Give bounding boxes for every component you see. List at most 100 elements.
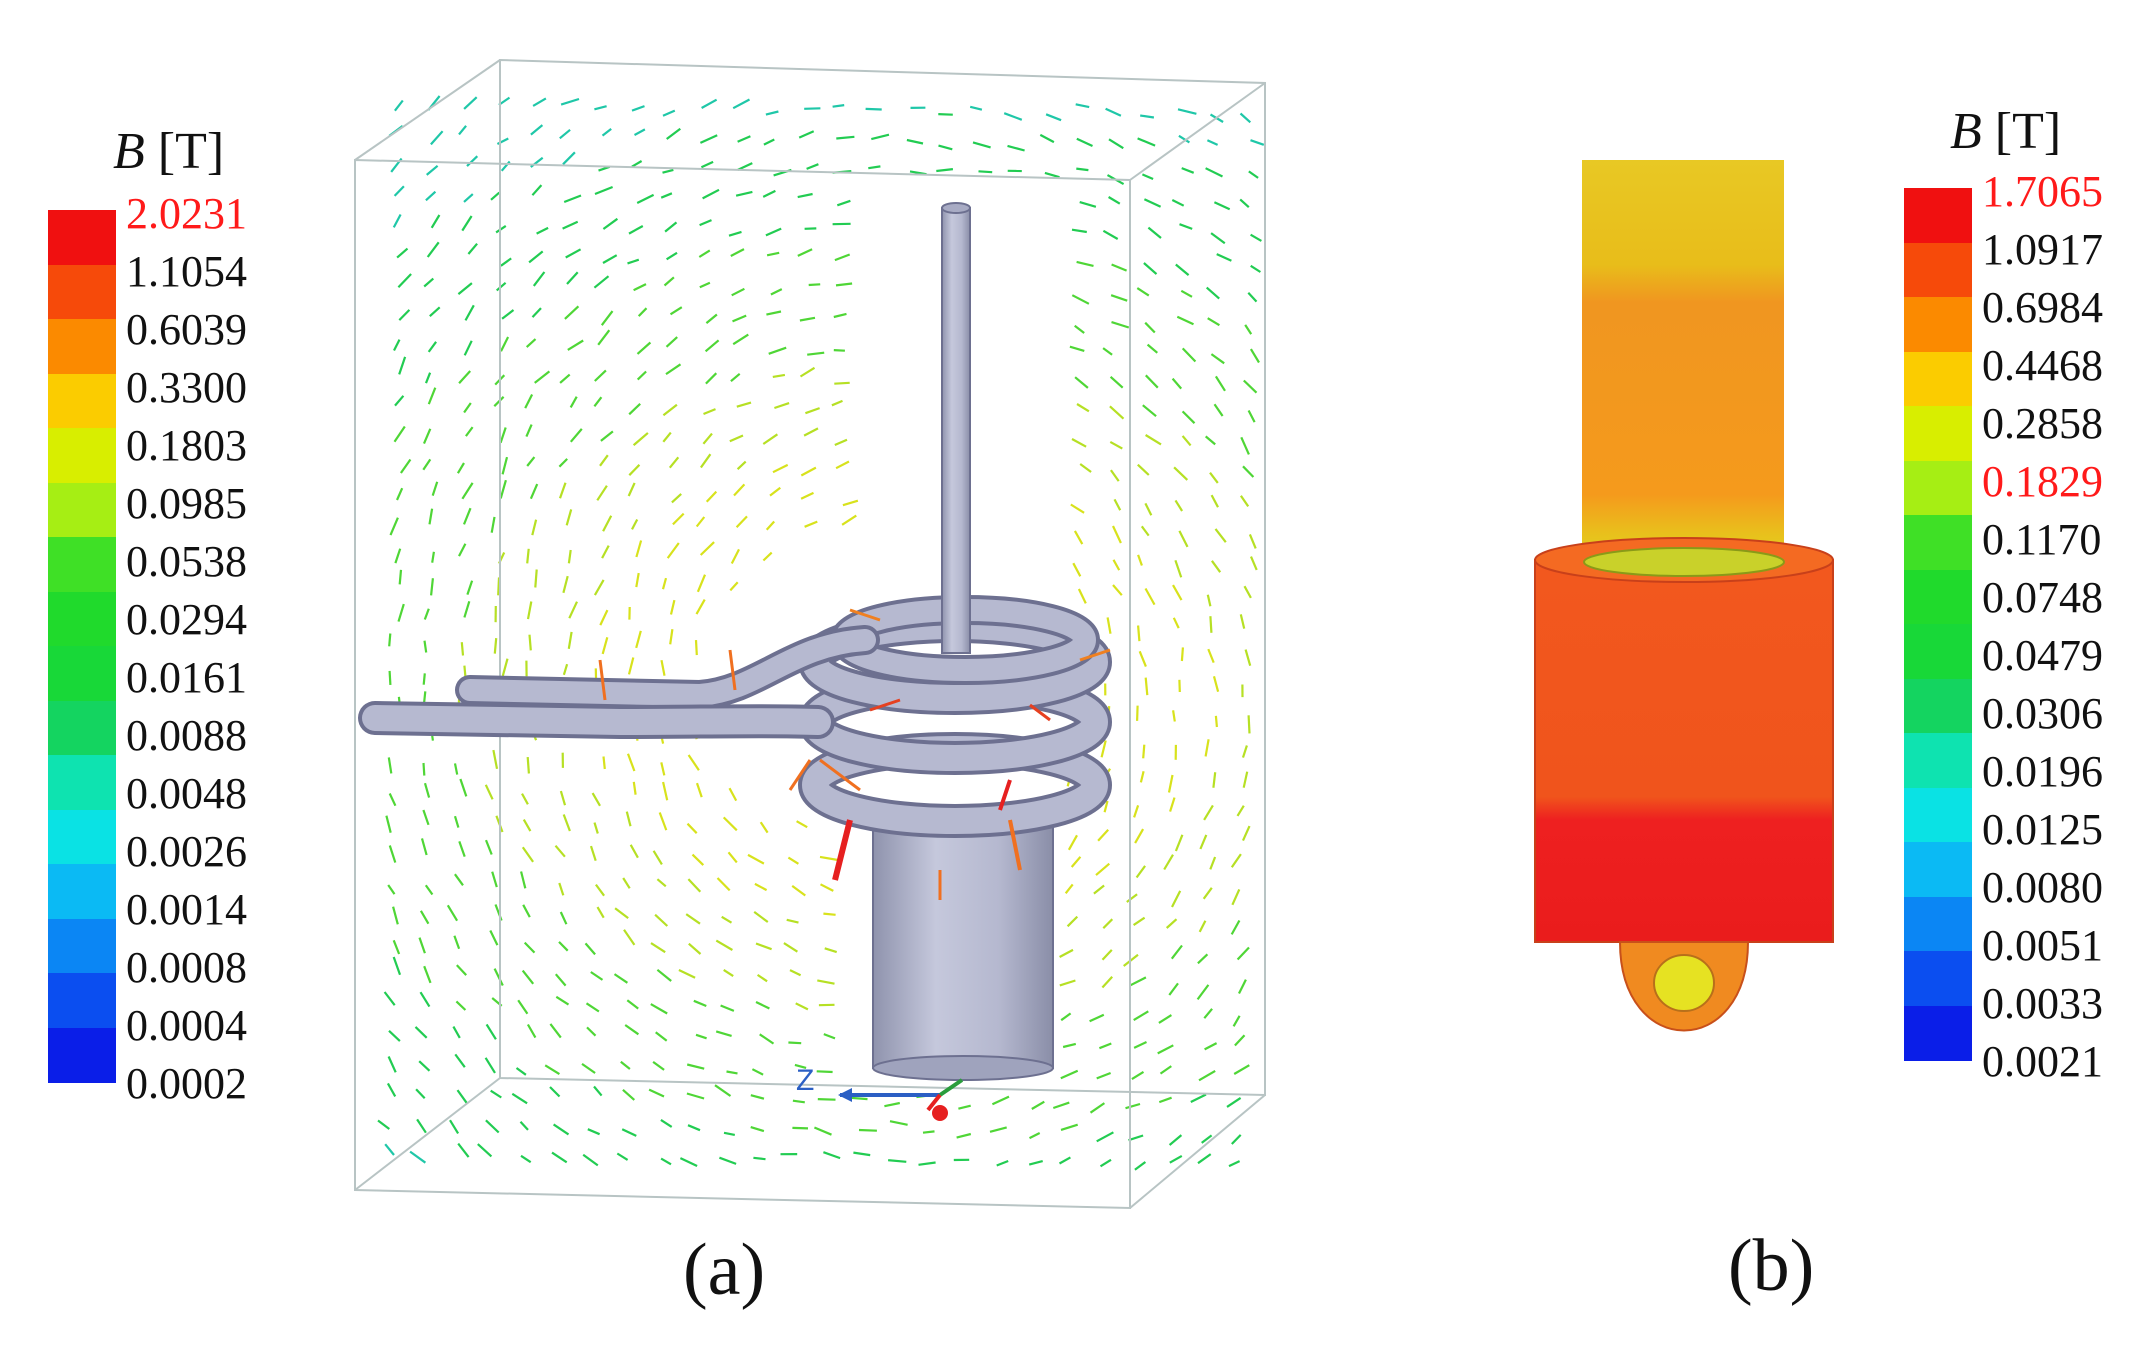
field-vector bbox=[493, 968, 504, 986]
field-vector bbox=[737, 162, 753, 171]
field-vector bbox=[386, 1082, 397, 1097]
field-vector bbox=[650, 942, 666, 954]
field-vector bbox=[422, 673, 426, 685]
field-vector bbox=[727, 851, 738, 864]
field-vector bbox=[691, 853, 705, 866]
field-vector bbox=[525, 338, 537, 348]
field-vector bbox=[626, 753, 636, 772]
colorbar-tick-label: 1.0917 bbox=[1982, 225, 2103, 274]
field-vector bbox=[551, 1151, 568, 1164]
field-vector bbox=[1108, 196, 1121, 205]
field-vector bbox=[387, 1056, 397, 1073]
field-vector bbox=[662, 403, 678, 417]
field-vector bbox=[1140, 525, 1150, 537]
field-vector bbox=[1248, 533, 1257, 549]
field-vector bbox=[534, 569, 538, 588]
field-vector bbox=[477, 1143, 493, 1158]
field-vector bbox=[1203, 804, 1214, 821]
field-vector bbox=[1179, 223, 1193, 230]
field-vector bbox=[564, 305, 580, 320]
field-vector bbox=[865, 107, 882, 111]
field-vector bbox=[398, 356, 407, 375]
field-vector bbox=[1210, 494, 1219, 508]
field-vector bbox=[660, 1157, 672, 1166]
colorbar-tick-label: 0.0026 bbox=[126, 827, 247, 876]
field-vector bbox=[796, 820, 808, 829]
field-vector bbox=[770, 288, 783, 296]
field-vector bbox=[1243, 379, 1258, 394]
field-vector bbox=[1039, 133, 1055, 144]
field-vector bbox=[736, 460, 747, 471]
colorbar-cell bbox=[48, 864, 116, 920]
field-vector bbox=[762, 189, 776, 198]
field-vector bbox=[453, 763, 459, 775]
colorbar-tick-label: 0.0985 bbox=[126, 479, 247, 528]
colorbar-tick-label: 0.0051 bbox=[1982, 921, 2103, 970]
field-vector bbox=[549, 1086, 561, 1098]
field-vector bbox=[1169, 797, 1176, 812]
field-vector bbox=[660, 762, 666, 776]
box-edge bbox=[1129, 82, 1266, 181]
field-vector bbox=[685, 913, 701, 925]
field-vector bbox=[1109, 440, 1123, 450]
field-vector bbox=[1205, 286, 1220, 300]
field-vector bbox=[1244, 649, 1252, 667]
field-vector bbox=[497, 577, 501, 596]
field-vector bbox=[427, 341, 437, 353]
field-vector bbox=[500, 336, 510, 352]
field-vector bbox=[695, 782, 703, 798]
field-vector bbox=[461, 482, 474, 500]
field-vector bbox=[819, 855, 839, 862]
field-vector bbox=[1079, 201, 1097, 208]
field-vector bbox=[705, 372, 718, 385]
origin-marker bbox=[932, 1105, 948, 1121]
field-vector bbox=[1093, 884, 1105, 895]
field-vector bbox=[500, 257, 512, 267]
central-rod bbox=[941, 202, 971, 654]
field-vector bbox=[525, 424, 533, 438]
field-vector bbox=[1064, 883, 1074, 894]
colorbar-tick-label: 0.0538 bbox=[126, 537, 247, 586]
field-vector bbox=[528, 250, 544, 264]
field-vector bbox=[871, 133, 890, 141]
field-vector bbox=[831, 399, 843, 407]
field-vector bbox=[789, 969, 802, 977]
field-vector bbox=[1248, 170, 1259, 179]
field-vector bbox=[1112, 525, 1122, 544]
field-vector bbox=[490, 1089, 502, 1099]
field-vectors bbox=[377, 95, 1265, 1171]
field-vector bbox=[1141, 173, 1154, 181]
field-vector bbox=[584, 942, 596, 956]
field-vector bbox=[593, 822, 599, 834]
field-vector bbox=[715, 939, 733, 951]
field-vector bbox=[1250, 139, 1265, 146]
colorbar-tick-label: 0.3300 bbox=[126, 363, 247, 412]
strong-field-vector bbox=[832, 819, 853, 881]
field-vector bbox=[536, 226, 549, 235]
field-vector bbox=[562, 663, 569, 676]
field-vector bbox=[989, 1126, 1007, 1133]
field-vector bbox=[722, 816, 738, 832]
field-vector bbox=[593, 275, 610, 289]
field-vector bbox=[457, 1142, 470, 1158]
field-vector bbox=[591, 792, 601, 807]
field-vector bbox=[1180, 647, 1184, 662]
colorbar-cell bbox=[1904, 351, 1972, 407]
field-vector bbox=[524, 394, 534, 409]
field-vector bbox=[459, 778, 468, 797]
field-vector bbox=[772, 373, 786, 378]
field-vector bbox=[726, 1070, 738, 1075]
field-vector bbox=[732, 314, 747, 323]
field-vector bbox=[813, 1126, 832, 1136]
field-vector bbox=[836, 135, 855, 140]
field-vector bbox=[636, 370, 647, 381]
field-vector bbox=[1233, 1064, 1250, 1075]
colorbar-cell bbox=[48, 264, 116, 320]
field-vector bbox=[669, 599, 676, 615]
field-vector bbox=[1207, 317, 1220, 327]
field-vector bbox=[1109, 375, 1124, 389]
field-vector bbox=[455, 964, 468, 976]
field-vector bbox=[1076, 137, 1093, 147]
field-vector bbox=[614, 907, 629, 919]
field-vector bbox=[756, 973, 768, 983]
